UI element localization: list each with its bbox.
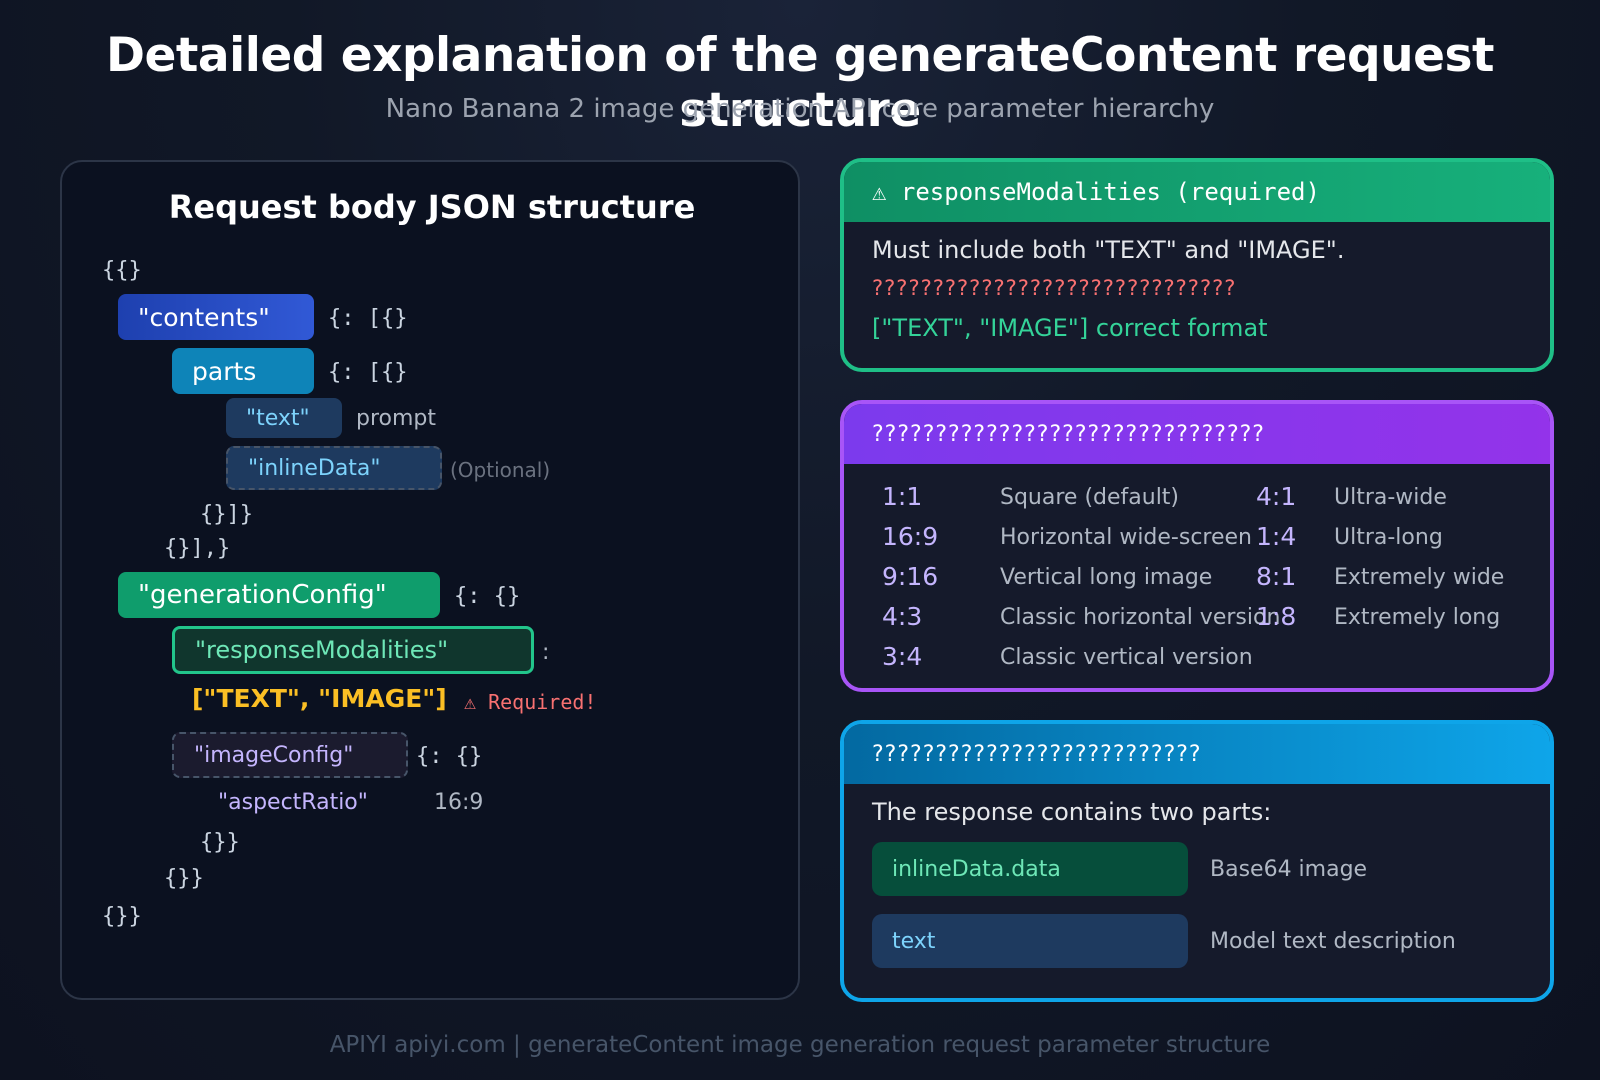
ratio-description: Ultra-long: [1334, 525, 1443, 550]
card-header: ??????????????????????????: [844, 724, 1550, 784]
ratio-description: Ultra-wide: [1334, 485, 1447, 510]
card-line-format: ["TEXT", "IMAGE"] correct format: [872, 314, 1268, 342]
ratio-value: 4:1: [1256, 482, 1297, 511]
response-part-description: Base64 image: [1210, 857, 1368, 882]
response-modalities-card: ⚠ responseModalities (required) Must inc…: [840, 158, 1554, 372]
ratio-description: Classic vertical version: [1000, 645, 1253, 670]
required-note: ⚠ Required!: [464, 690, 597, 714]
ratio-value: 4:3: [882, 602, 923, 631]
contents-key: "contents": [118, 294, 314, 340]
generationconfig-key: "generationConfig": [118, 572, 440, 618]
imageconfig-close-brace: {}}: [200, 830, 240, 855]
page-subtitle: Nano Banana 2 image generation API core …: [385, 94, 1215, 124]
root-close-brace: {}}: [102, 904, 142, 929]
json-structure-panel: Request body JSON structure {{} "content…: [60, 160, 800, 1000]
page-title: Detailed explanation of the generateCont…: [106, 28, 1494, 138]
contents-close-brace: {}],}: [164, 536, 231, 561]
card-line: Must include both "TEXT" and "IMAGE".: [872, 236, 1345, 264]
imageconfig-key: "imageConfig": [172, 732, 408, 778]
inlinedata-key: "inlineData": [226, 446, 442, 490]
root-open-brace: {{}: [102, 258, 142, 283]
ratio-value: 3:4: [882, 642, 923, 671]
aspectratio-key: "aspectRatio": [218, 790, 368, 815]
ratio-value: 1:8: [1256, 602, 1297, 631]
optional-note: (Optional): [450, 458, 551, 482]
parts-key: parts: [172, 348, 314, 394]
card-intro: The response contains two parts:: [872, 798, 1272, 826]
text-value: prompt: [356, 406, 437, 431]
response-parts-card: ?????????????????????????? The response …: [840, 720, 1554, 1002]
footer-credit: APIYI apiyi.com | generateContent image …: [329, 1032, 1271, 1058]
ratio-value: 8:1: [1256, 562, 1297, 591]
contents-brace: {: [{}: [328, 306, 408, 331]
ratio-description: Horizontal wide-screen: [1000, 525, 1253, 550]
ratio-description: Extremely wide: [1334, 565, 1505, 590]
response-part-text: text: [872, 914, 1188, 968]
ratio-description: Classic horizontal version: [1000, 605, 1281, 630]
generationconfig-brace: {: {}: [454, 584, 521, 609]
parts-close-brace: {}]}: [200, 502, 253, 527]
ratio-description: Vertical long image: [1000, 565, 1213, 590]
ratio-value: 1:4: [1256, 522, 1297, 551]
card-line-garbled: ??????????????????????????????: [872, 276, 1237, 300]
parts-brace: {: [{}: [328, 360, 408, 385]
card-header: ???????????????????????????????: [844, 404, 1550, 464]
ratio-value: 9:16: [882, 562, 939, 591]
panel-title: Request body JSON structure: [168, 188, 696, 226]
ratio-description: Square (default): [1000, 485, 1180, 510]
responsemodalities-colon: :: [542, 640, 550, 665]
aspectratio-value: 16:9: [434, 790, 484, 815]
response-part-description: Model text description: [1210, 929, 1456, 954]
aspect-ratio-card: ??????????????????????????????? 1:1 Squa…: [840, 400, 1554, 692]
responsemodalities-value: ["TEXT", "IMAGE"]: [192, 684, 447, 713]
response-part-inlinedata: inlineData.data: [872, 842, 1188, 896]
imageconfig-brace: {: {}: [416, 744, 483, 769]
ratio-value: 1:1: [882, 482, 923, 511]
generationconfig-close-brace: {}}: [164, 866, 204, 891]
card-header: ⚠ responseModalities (required): [844, 162, 1550, 222]
text-key: "text": [226, 398, 342, 438]
ratio-description: Extremely long: [1334, 605, 1501, 630]
ratio-value: 16:9: [882, 522, 939, 551]
responsemodalities-key: "responseModalities": [172, 626, 534, 674]
